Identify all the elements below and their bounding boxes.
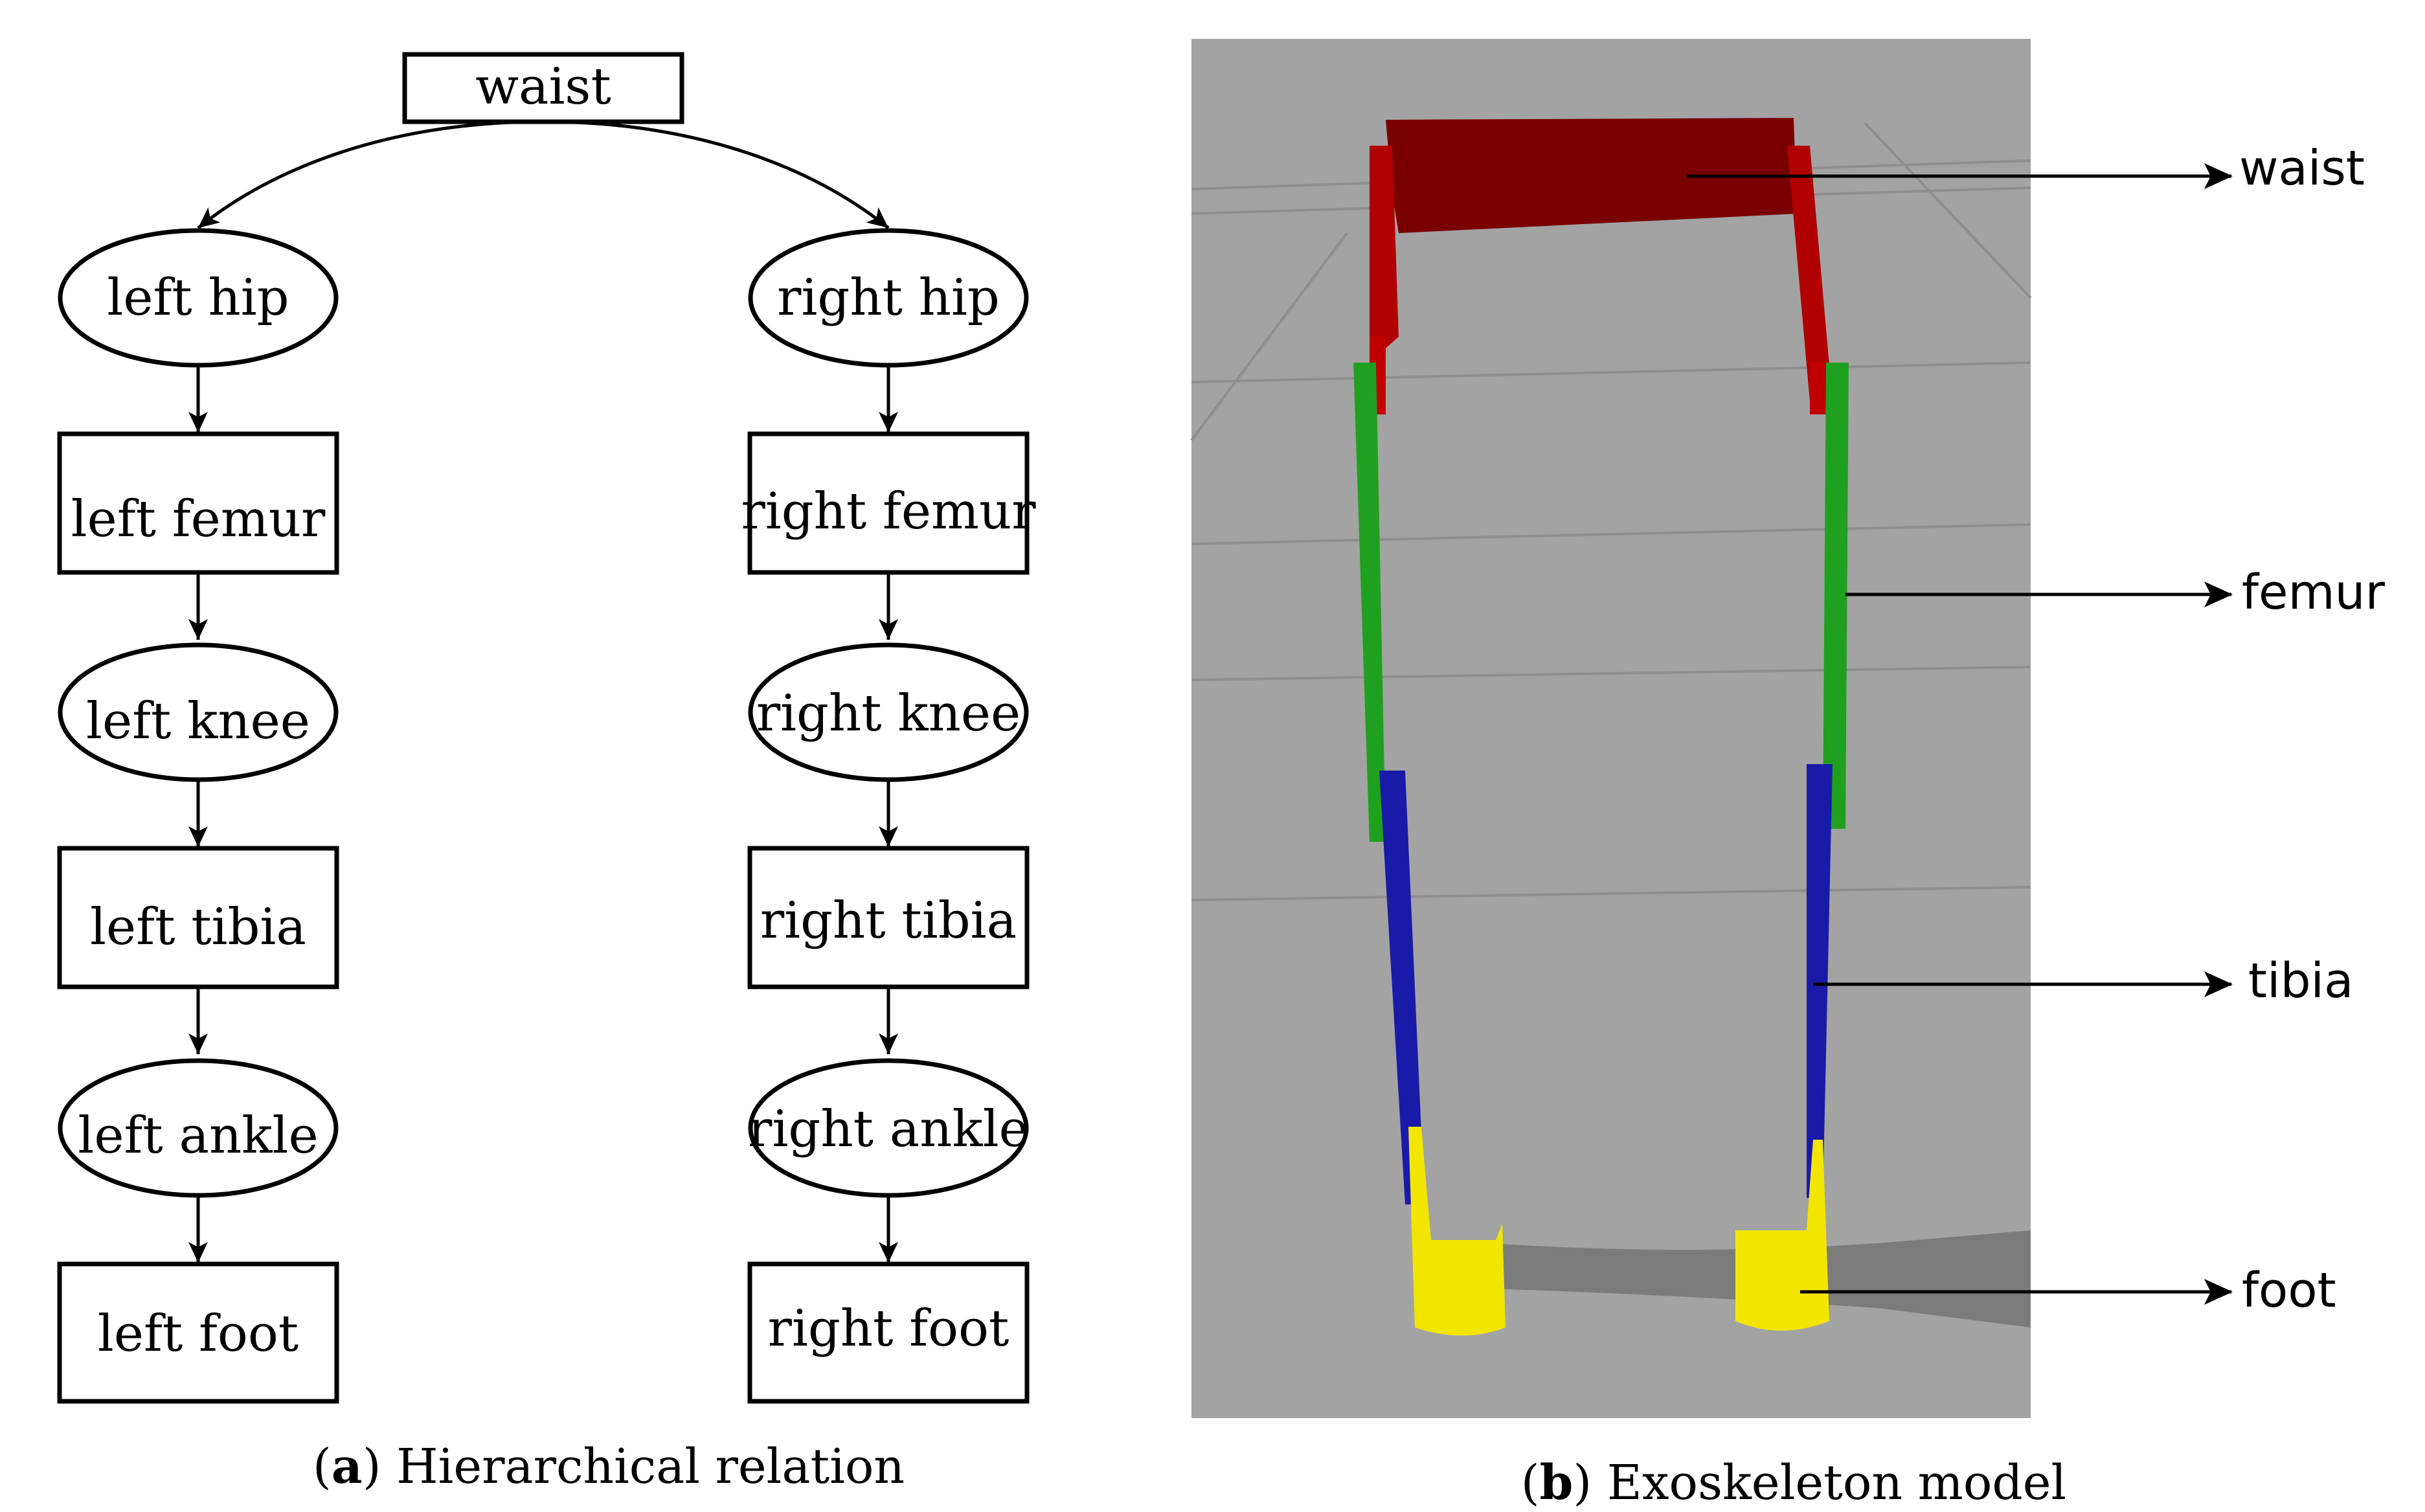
model-femur-right (1823, 363, 1849, 829)
model-waist-right-joint (1810, 363, 1826, 414)
caption-b: (b) Exoskeleton model (1521, 1455, 2066, 1511)
node-left-knee-label: left knee (86, 692, 310, 750)
node-right-tibia-label: right tibia (760, 892, 1017, 950)
panel-b-model: waist femur tibia foot (b) Exoskeleton m… (1190, 39, 2386, 1511)
caption-b-text: ) Exoskeleton model (1573, 1455, 2066, 1511)
model-tibia-right (1807, 764, 1833, 1198)
node-right-foot (747, 1261, 1030, 1404)
node-right-ankle-label: right ankle (748, 1100, 1029, 1158)
annot-foot: foot (2242, 1263, 2336, 1318)
caption-b-letter: b (1540, 1455, 1573, 1511)
right-chain: right hip right femur right knee right t… (741, 228, 1036, 1404)
floor-background (1191, 39, 2031, 1418)
node-waist-label: waist (475, 58, 611, 116)
node-left-femur-label: left femur (71, 490, 326, 548)
node-left-tibia-label: left tibia (90, 898, 306, 956)
node-left-ankle-label: left ankle (78, 1107, 318, 1165)
node-right-femur (747, 431, 1030, 575)
edge-waist-left-hip (197, 120, 544, 229)
caption-a: (a) Hierarchical relation (313, 1439, 905, 1495)
node-right-knee-label: right knee (756, 684, 1021, 743)
annot-femur: femur (2242, 565, 2386, 620)
annot-tibia: tibia (2248, 953, 2353, 1009)
left-chain: left hip left femur left knee left tibia… (57, 228, 339, 1404)
edge-waist-right-hip (543, 120, 890, 229)
panel-a-hierarchy: waist left hip left femur left knee left… (57, 52, 1036, 1495)
node-right-foot-label: right foot (768, 1300, 1009, 1358)
annot-waist: waist (2239, 141, 2365, 196)
model-waist-left-side (1370, 146, 1399, 363)
node-left-hip-label: left hip (107, 269, 289, 327)
model-waist-bar (1386, 118, 1797, 233)
node-right-hip-label: right hip (777, 269, 1000, 327)
node-right-tibia (747, 846, 1030, 989)
caption-a-letter: a (332, 1439, 363, 1495)
model-foot-left (1408, 1127, 1506, 1336)
node-right-femur-label: right femur (741, 482, 1036, 541)
node-left-foot (57, 1261, 339, 1404)
caption-b-open: ( (1521, 1455, 1540, 1511)
model-femur-left (1353, 363, 1386, 842)
model-foot-right (1735, 1140, 1829, 1331)
model-tibia-left (1379, 771, 1425, 1204)
node-left-foot-label: left foot (98, 1305, 299, 1363)
caption-a-text: ) Hierarchical relation (363, 1439, 905, 1495)
caption-a-open: ( (313, 1439, 332, 1495)
model-waist-right-side (1787, 146, 1833, 401)
